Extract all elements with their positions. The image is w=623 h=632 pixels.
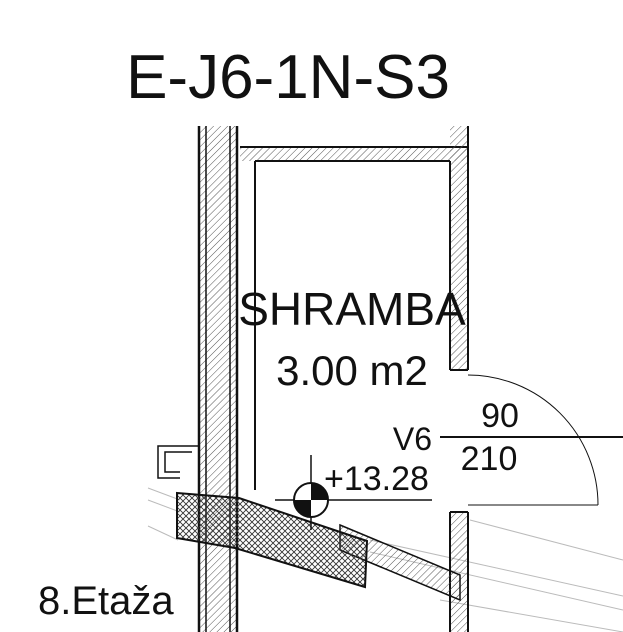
door-mark: V6 — [393, 421, 432, 457]
room-area: 3.00 m2 — [276, 347, 428, 394]
concrete-beam — [176, 491, 369, 589]
door-width: 90 — [481, 397, 519, 435]
elevation-value: +13.28 — [324, 460, 429, 498]
door-height: 210 — [461, 440, 518, 478]
left-wall — [197, 126, 239, 632]
left-jamb — [157, 445, 199, 479]
elevation-symbol — [275, 455, 432, 530]
room-name: SHRAMBA — [238, 283, 466, 335]
top-wall — [240, 146, 468, 162]
drawing-code: E-J6-1N-S3 — [126, 43, 450, 112]
floor-label: 8.Etaža — [38, 579, 174, 623]
door-swing — [440, 374, 623, 506]
right-wall-upper — [449, 126, 469, 371]
room-left-wall — [240, 161, 256, 601]
right-wall-lower — [449, 511, 469, 632]
